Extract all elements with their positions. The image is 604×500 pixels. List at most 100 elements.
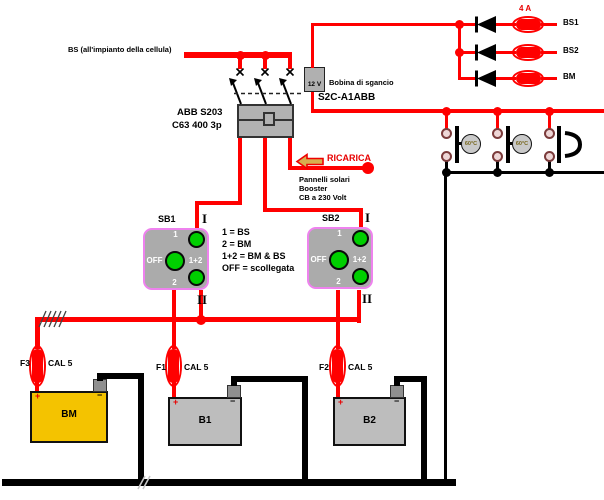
- battery-b1-plus: +: [173, 397, 179, 407]
- pole-a-drop-wire: [238, 56, 242, 69]
- battery-bm-minus: −: [97, 390, 103, 400]
- b1-neg-drop-wire: [302, 376, 308, 482]
- fuse-bm-ring: [512, 70, 544, 87]
- trip-coil-voltage: 12 V: [307, 81, 322, 88]
- battery-bm: [30, 391, 108, 443]
- sb1-terminal2-wire: [199, 290, 203, 322]
- sb1-pos-off: OFF: [146, 256, 163, 265]
- pole-a-out-wire: [238, 138, 242, 205]
- sb2-terminal1-wire: [359, 208, 363, 231]
- thermal2-link: [509, 142, 514, 145]
- thermal2-top-terminal: [492, 128, 503, 139]
- battery-b1-neg-lug: [227, 385, 241, 398]
- battery-bm-plus: +: [35, 391, 41, 401]
- battery-b1: [168, 397, 242, 446]
- thermal-bus-junction-dot: [493, 107, 502, 116]
- diode-bs1-icon: [475, 16, 496, 33]
- bm-neg-run-wire: [97, 373, 144, 379]
- switch-sb1-label: SB1: [158, 214, 176, 224]
- fuse-bm-body: [516, 73, 541, 84]
- fuse-f3-label: F3: [20, 358, 30, 368]
- trip-coil-model: S2C-A1ABB: [318, 92, 376, 103]
- diode-row2-wire-a: [460, 51, 476, 54]
- bs-feed-label: BS (all'impianto della cellula): [68, 45, 172, 54]
- thermal1-link: [458, 142, 463, 145]
- b2-neg-drop-wire: [421, 376, 427, 482]
- pole-c-drop-wire: [288, 56, 292, 69]
- pole-b-jog-wire: [263, 208, 363, 212]
- diode-row3-wire-b: [496, 77, 516, 80]
- battery-b1-minus: −: [230, 396, 236, 406]
- breaker-divider-right: [275, 119, 292, 121]
- diode-row3-wire-c: [541, 77, 557, 80]
- diode-row1-wire-a: [460, 23, 476, 26]
- trip-coil-box: [304, 67, 325, 92]
- sb1-terminal-2-contact: [188, 269, 205, 286]
- fuse-bs2-body: [516, 47, 541, 58]
- diode-fuse-rating-label: 4 A: [519, 4, 532, 13]
- sb2-terminal-ii-label: II: [362, 291, 373, 306]
- pole-b-drop-wire: [263, 56, 267, 69]
- thermal-bus-junction-dot: [545, 107, 554, 116]
- thermal3-top-terminal: [544, 128, 555, 139]
- output-bs1-label: BS1: [563, 18, 579, 27]
- fuse-f1-ring: [165, 345, 182, 387]
- thermal1-top-terminal: [441, 128, 452, 139]
- trip-coil-label: Bobina di sgancio: [329, 78, 394, 87]
- b1-positive-wire: [172, 381, 176, 399]
- diode-row3-wire-a: [458, 77, 476, 80]
- diode-row1-wire-c: [541, 23, 557, 26]
- legend-line-2: 2 = BM: [222, 239, 252, 249]
- fuse-f1-label: F1: [156, 362, 166, 372]
- fuse-f2-rating: CAL 5: [348, 362, 373, 372]
- battery-b2-minus: −: [394, 396, 400, 406]
- sb1-knob: [165, 251, 185, 271]
- thermal2-bottom-terminal: [492, 151, 503, 162]
- recharge-terminal-dot: [362, 162, 374, 174]
- diode-bm-icon: [475, 70, 496, 87]
- battery-b2-plus: +: [338, 397, 344, 407]
- connector-icon: [564, 131, 583, 158]
- thermal2-sensor: 60°C: [512, 134, 532, 154]
- output-bs2-label: BS2: [563, 46, 579, 55]
- fuse-f1-rating: CAL 5: [184, 362, 209, 372]
- trip-to-diodes-wire: [311, 23, 460, 26]
- thermal3-bar: [557, 126, 561, 163]
- breaker-label-line1: ABB S203: [177, 107, 223, 118]
- breaker-label-line2: C63 400 3p: [172, 120, 222, 131]
- b1-neg-run-wire: [231, 376, 308, 382]
- pole-b-out-wire: [263, 138, 267, 212]
- sb2-pos-2: 2: [336, 277, 341, 286]
- thermal3-gnd-stub-wire: [548, 161, 551, 173]
- thermal-bus-junction-dot: [442, 107, 451, 116]
- fuse-bs1-ring: [512, 16, 544, 33]
- ground-junction-dot: [493, 168, 502, 177]
- battery-b2-label: B2: [363, 415, 376, 426]
- recharge-label: RICARICA: [327, 153, 371, 163]
- recharge-feed-wire: [288, 166, 369, 170]
- sb1-pos-1: 1: [173, 230, 178, 239]
- thermal-hot-bus-wire: [311, 109, 604, 113]
- breaker-tab: [263, 112, 275, 126]
- thermal1-sensor: 60°C: [461, 134, 481, 154]
- diode-bus-junction-dot: [455, 48, 464, 57]
- legend-line-3: 1+2 = BM & BS: [222, 251, 286, 261]
- fuse-f3-ring: [29, 345, 46, 387]
- output-bm-label: BM: [563, 72, 576, 81]
- sb2-pos-off: OFF: [310, 255, 327, 264]
- thermal2-bar: [506, 126, 510, 163]
- fuse-f2-ring: [329, 345, 346, 387]
- positive-bus-junction-dot: [196, 315, 206, 325]
- sb1-terminal-i-label: I: [202, 211, 208, 226]
- fuse-bs1-body: [516, 19, 541, 30]
- sb1-pos-2: 2: [172, 278, 177, 287]
- sb2-terminal-2-contact: [352, 268, 369, 285]
- battery-bm-label: BM: [61, 409, 77, 420]
- fuse-f2-body: [332, 349, 343, 383]
- bs-bus-junction-dot: [236, 51, 245, 60]
- recharge-source-1: Pannelli solari: [299, 175, 350, 184]
- fuse-f3-rating: CAL 5: [48, 358, 73, 368]
- pole-c-out-wire: [288, 138, 292, 169]
- legend-line-1: 1 = BS: [222, 227, 250, 237]
